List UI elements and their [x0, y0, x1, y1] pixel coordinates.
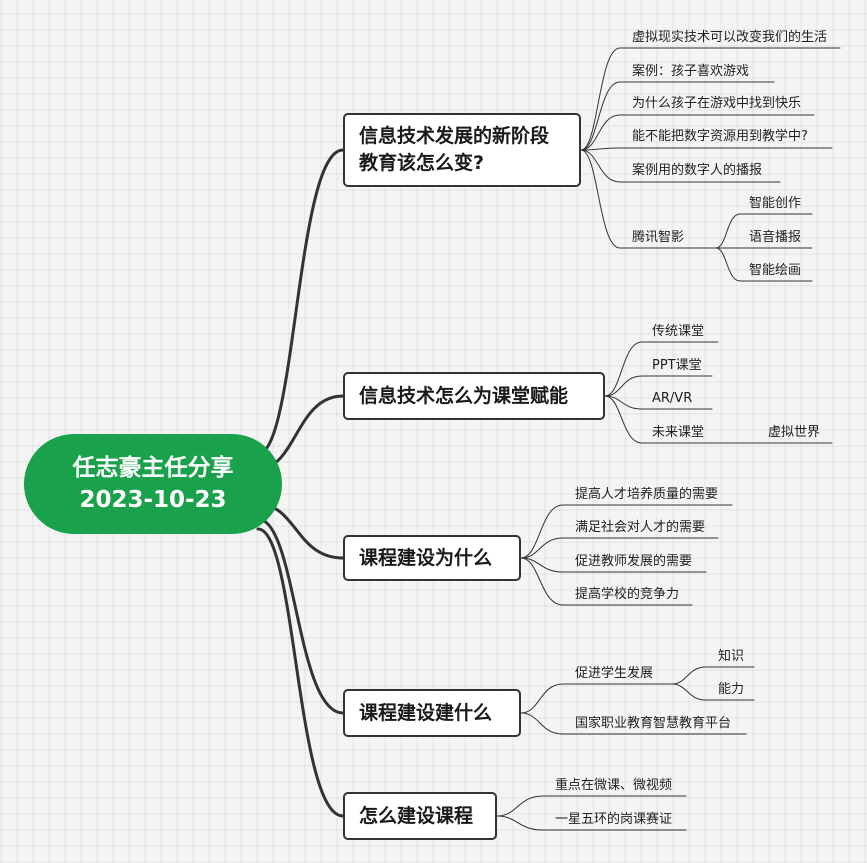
connector-leaf-leaf [715, 213, 741, 249]
connector-root-topic [256, 148, 345, 456]
leaf-smart-painting[interactable]: 智能绘画 [749, 263, 802, 278]
connector-topic-leaf [604, 341, 643, 397]
topic-classroom-empower[interactable]: 信息技术怎么为课堂赋能 [343, 372, 605, 420]
leaf-smart-creation[interactable]: 智能创作 [749, 196, 802, 211]
leaf-ar-vr[interactable]: AR/VR [652, 391, 693, 406]
topic-label: 信息技术发展的新阶段 [359, 125, 550, 147]
topic-what-to-build[interactable]: 课程建设建什么 [343, 689, 521, 737]
connector-topic-leaf [520, 537, 564, 559]
connector-topic-leaf [496, 795, 544, 817]
root-date: 2023-10-23 [79, 487, 227, 513]
leaf-teacher-development[interactable]: 促进教师发展的需要 [575, 554, 693, 569]
leaf-knowledge[interactable]: 知识 [718, 649, 745, 664]
topic-label: 课程建设建什么 [359, 701, 493, 724]
connector-topic-leaf [580, 147, 621, 151]
leaf-digital-human[interactable]: 案例用的数字人的播报 [632, 163, 763, 178]
leaf-voice-broadcast[interactable]: 语音播报 [749, 230, 802, 245]
connector-topic-leaf [520, 504, 564, 559]
connector-topic-leaf [580, 149, 621, 183]
topic-label: 怎么建设课程 [359, 804, 474, 827]
connector-topic-leaf [604, 375, 643, 397]
connector-root-topic [256, 517, 345, 715]
connector-root-topic [256, 527, 345, 818]
topic-new-stage[interactable]: 信息技术发展的新阶段 教育该怎么变? [343, 113, 581, 187]
topic-why-build-course[interactable]: 课程建设为什么 [343, 535, 521, 581]
leaf-traditional-class[interactable]: 传统课堂 [652, 324, 705, 339]
root-node[interactable]: 任志豪主任分享 2023-10-23 [24, 434, 282, 534]
root-title: 任志豪主任分享 [72, 455, 234, 481]
connector-topic-leaf [580, 149, 621, 249]
leaf-society-needs[interactable]: 满足社会对人才的需要 [575, 520, 706, 535]
topic-label: 信息技术怎么为课堂赋能 [359, 384, 569, 407]
connector-leaf-leaf [715, 247, 741, 282]
connector-topic-leaf [604, 395, 643, 444]
topic-label: 课程建设为什么 [359, 546, 493, 569]
topic-how-to-build[interactable]: 怎么建设课程 [343, 792, 497, 840]
leaf-virtual-world[interactable]: 虚拟世界 [768, 425, 821, 440]
connector-leaf-leaf [671, 666, 707, 685]
leaf-school-competitiveness[interactable]: 提高学校的竞争力 [575, 587, 680, 602]
connector-topic-leaf [520, 712, 564, 735]
leaf-digital-resources[interactable]: 能不能把数字资源用到教学中? [632, 129, 808, 144]
leaf-student-development[interactable]: 促进学生发展 [575, 666, 654, 681]
leaf-vr-change-life[interactable]: 虚拟现实技术可以改变我们的生活 [632, 30, 828, 45]
topic-label: 教育该怎么变? [359, 152, 485, 174]
connector-topic-leaf [520, 683, 564, 714]
leaf-future-class[interactable]: 未来课堂 [652, 425, 705, 440]
connector-topic-leaf [580, 114, 621, 151]
connector-leaf-leaf [671, 683, 707, 701]
leaf-one-star-five-rings[interactable]: 一星五环的岗课赛证 [555, 812, 673, 827]
leaf-tencent-zhiying[interactable]: 腾讯智影 [632, 230, 685, 245]
leaf-micro-lessons[interactable]: 重点在微课、微视频 [555, 778, 673, 793]
leaf-national-platform[interactable]: 国家职业教育智慧教育平台 [575, 716, 732, 731]
leaf-why-kids-happy[interactable]: 为什么孩子在游戏中找到快乐 [632, 96, 802, 111]
leaf-ppt-class[interactable]: PPT课堂 [652, 358, 702, 373]
leaf-case-kids-games[interactable]: 案例：孩子喜欢游戏 [632, 64, 750, 79]
connector-topic-leaf [580, 47, 621, 151]
connector-topic-leaf [520, 557, 564, 606]
connector-topic-leaf [580, 81, 621, 151]
leaf-ability[interactable]: 能力 [718, 682, 745, 697]
connector-topic-leaf [496, 815, 544, 831]
leaf-talent-quality[interactable]: 提高人才培养质量的需要 [575, 487, 719, 502]
